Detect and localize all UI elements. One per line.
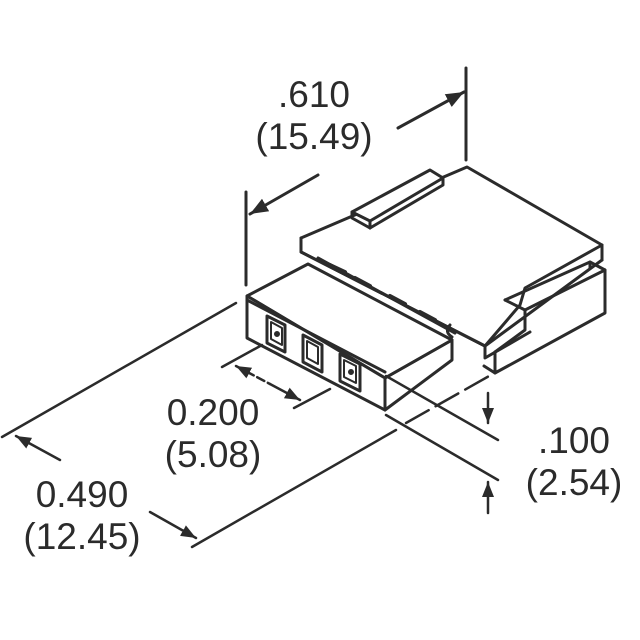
height-dimension-lines bbox=[384, 369, 500, 515]
connector-cover-plate bbox=[299, 165, 604, 360]
length-dimension-inch: 0.490 bbox=[35, 474, 129, 515]
pitch-dimension-lines bbox=[220, 343, 332, 410]
connector-side-step bbox=[482, 260, 607, 375]
seam-details bbox=[316, 256, 457, 339]
height-dimension-inch: .100 bbox=[537, 420, 610, 461]
contact-cavity-3 bbox=[338, 352, 362, 393]
pitch-dimension-inch: 0.200 bbox=[166, 392, 260, 433]
contact-cavity-1 bbox=[265, 314, 287, 354]
contact-cavity-2 bbox=[301, 333, 324, 374]
pitch-dimension-label: 0.200 (5.08) bbox=[148, 392, 278, 476]
width-dimension-label: .610 (15.49) bbox=[234, 74, 394, 158]
height-dimension-mm: (2.54) bbox=[525, 462, 623, 503]
contact-cavities bbox=[265, 314, 362, 393]
width-dimension-inch: .610 bbox=[277, 74, 350, 115]
width-dimension-mm: (15.49) bbox=[255, 116, 373, 157]
pitch-dimension-mm: (5.08) bbox=[164, 434, 262, 475]
length-dimension-mm: (12.45) bbox=[23, 516, 141, 557]
height-dimension-label: .100 (2.54) bbox=[508, 420, 640, 504]
length-dimension-label: 0.490 (12.45) bbox=[6, 474, 158, 558]
width-dimension-lines bbox=[244, 66, 468, 287]
length-dimension-lines bbox=[0, 301, 398, 549]
